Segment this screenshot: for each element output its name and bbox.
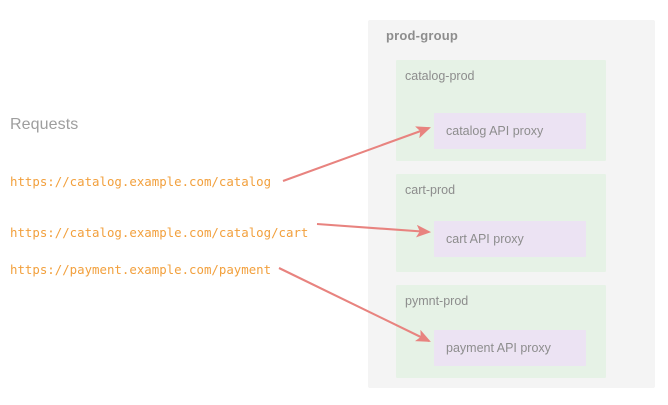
proxy-box-payment: payment API proxy — [434, 330, 586, 366]
prod-group-title: prod-group — [386, 28, 459, 43]
env-box-catalog-prod: catalog-prod catalog API proxy — [396, 60, 606, 161]
request-url-catalog-cart: https://catalog.example.com/catalog/cart — [10, 225, 309, 240]
proxy-label-catalog: catalog API proxy — [446, 124, 544, 138]
env-box-cart-prod: cart-prod cart API proxy — [396, 174, 606, 272]
env-title-pymnt-prod: pymnt-prod — [405, 294, 469, 308]
env-title-catalog-prod: catalog-prod — [405, 69, 475, 83]
prod-group-panel: prod-group catalog-prod catalog API prox… — [368, 20, 655, 388]
proxy-label-cart: cart API proxy — [446, 232, 524, 246]
env-box-pymnt-prod: pymnt-prod payment API proxy — [396, 285, 606, 378]
request-url-payment: https://payment.example.com/payment — [10, 262, 272, 277]
proxy-box-catalog: catalog API proxy — [434, 113, 586, 149]
proxy-label-payment: payment API proxy — [446, 341, 551, 355]
env-title-cart-prod: cart-prod — [405, 183, 456, 197]
request-url-catalog: https://catalog.example.com/catalog — [10, 174, 272, 189]
proxy-box-cart: cart API proxy — [434, 221, 586, 257]
requests-heading: Requests — [10, 116, 79, 133]
